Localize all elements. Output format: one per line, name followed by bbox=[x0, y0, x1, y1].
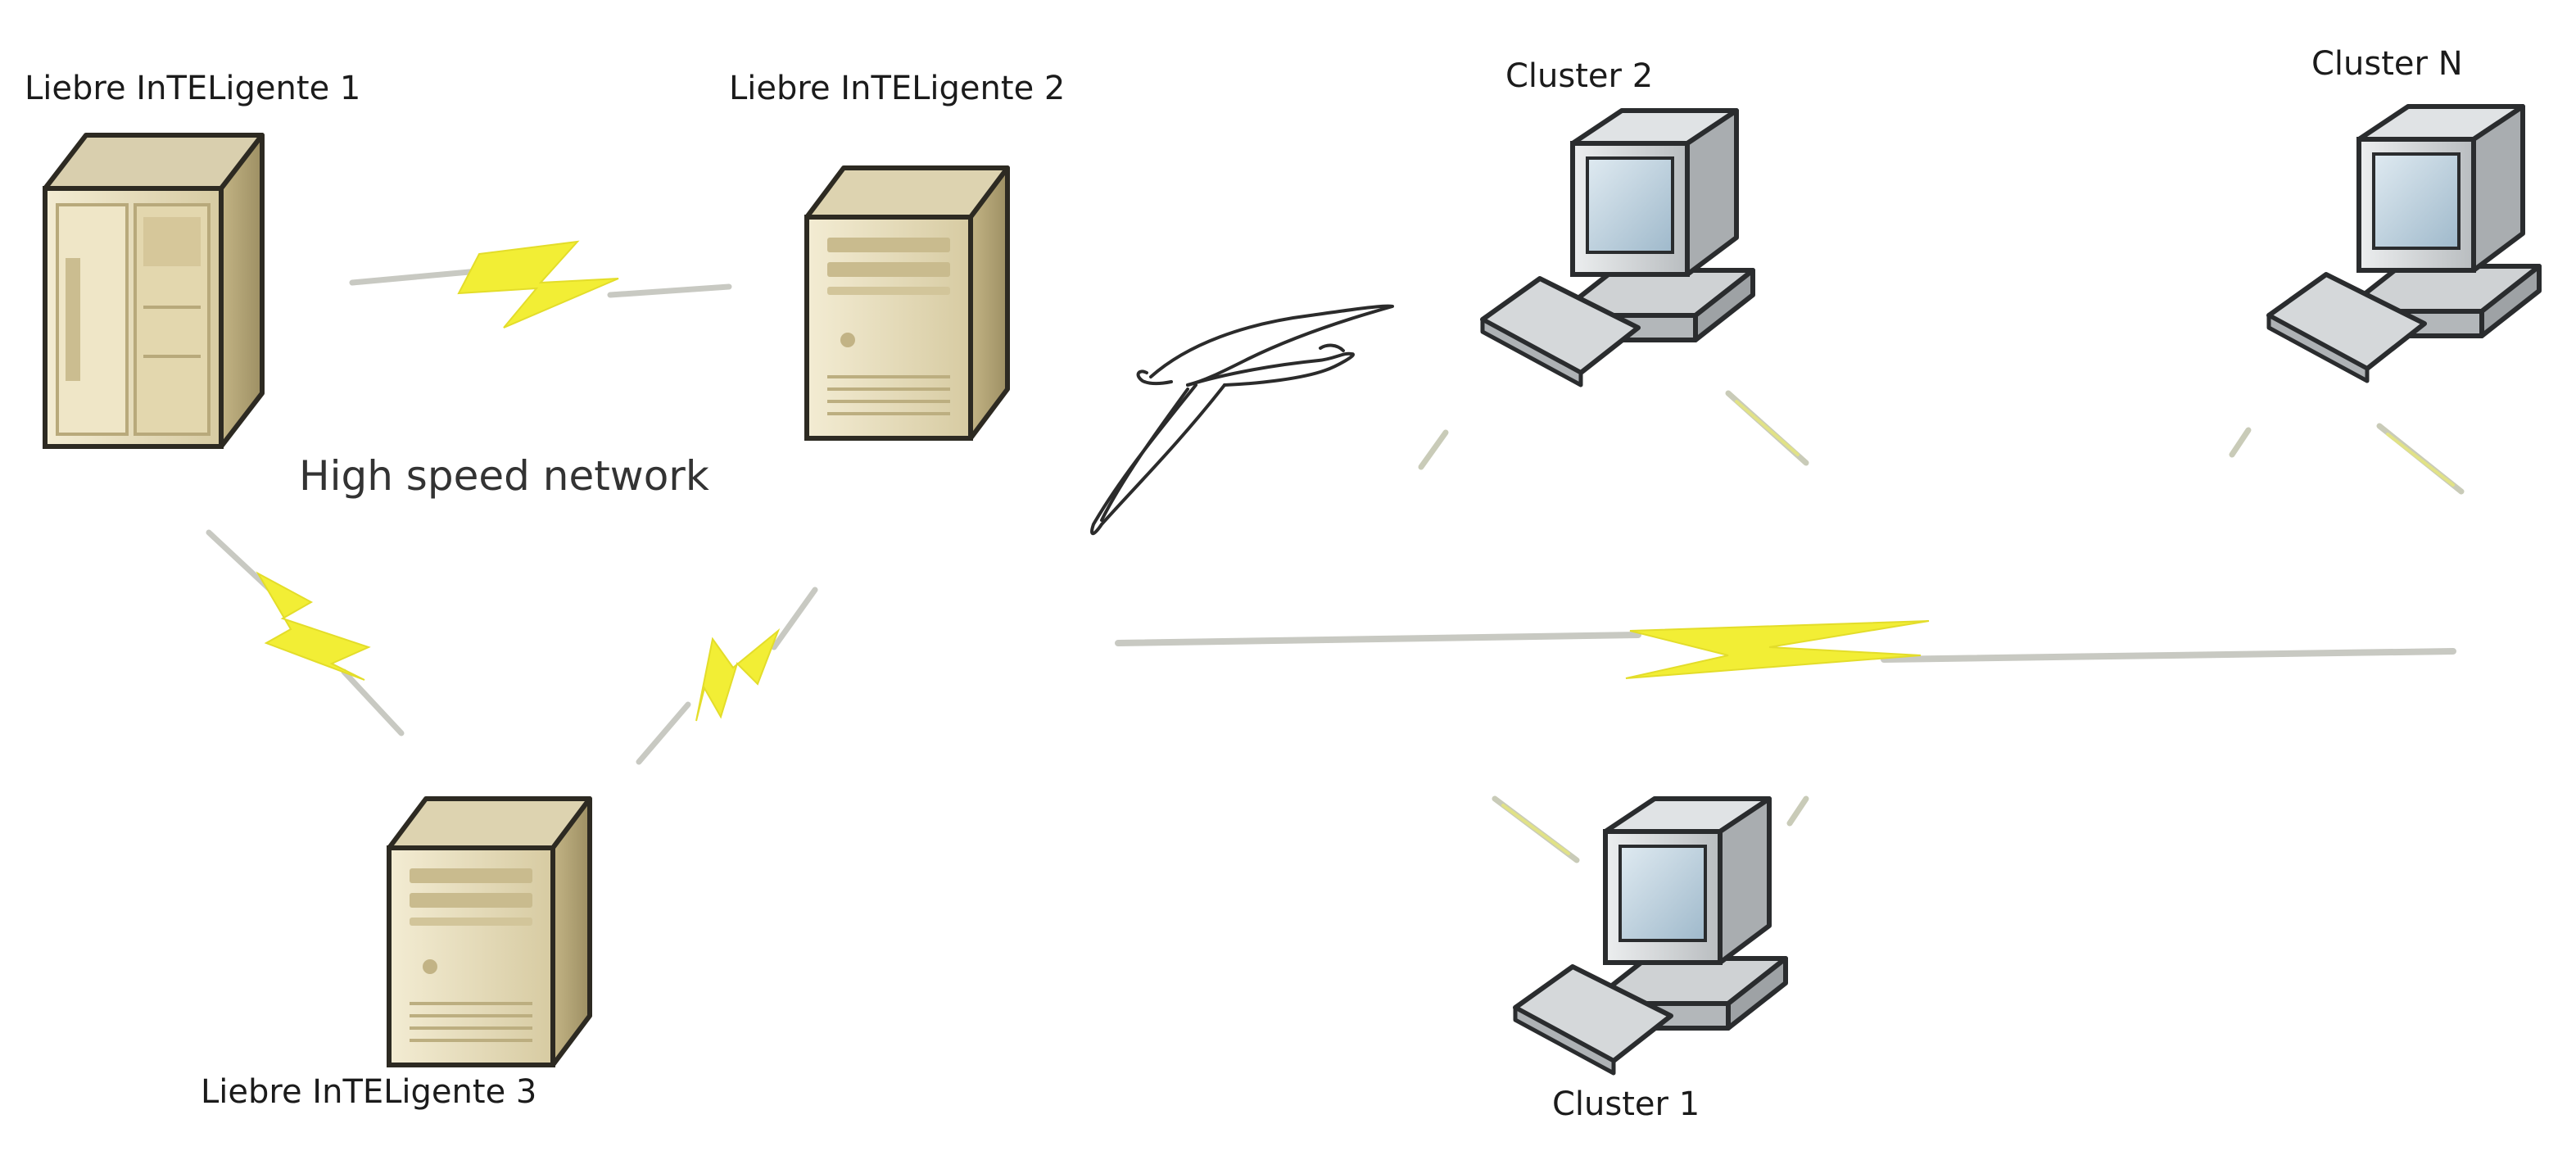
server-tower-icon bbox=[387, 796, 592, 1067]
link-bolt-cluster-backbone bbox=[1115, 620, 2456, 679]
albatross-icon bbox=[1090, 304, 1394, 536]
cluster-drop-links bbox=[1418, 390, 2465, 863]
cluster-drop-links-highlight bbox=[1501, 400, 2455, 855]
server-rack-icon bbox=[43, 133, 265, 449]
computer-icon bbox=[1513, 796, 1788, 1076]
cluster-label-1: Cluster 1 bbox=[1552, 1085, 1700, 1123]
link-bolt-s1-s2 bbox=[349, 240, 732, 329]
cluster-label-2: Cluster 2 bbox=[1505, 57, 1654, 95]
computer-icon bbox=[1480, 108, 1755, 387]
cluster-label-n: Cluster N bbox=[2311, 45, 2463, 83]
server-tower-icon bbox=[804, 165, 1010, 441]
computer-icon bbox=[2266, 104, 2542, 383]
server-label-2: Liebre InTELigente 2 bbox=[729, 70, 1066, 107]
network-label: High speed network bbox=[299, 452, 709, 500]
link-bolt-s2-s3 bbox=[636, 587, 818, 765]
server-label-1: Liebre InTELigente 1 bbox=[25, 70, 361, 107]
server-label-3: Liebre InTELigente 3 bbox=[201, 1073, 537, 1111]
link-bolt-s1-s3 bbox=[206, 529, 405, 736]
